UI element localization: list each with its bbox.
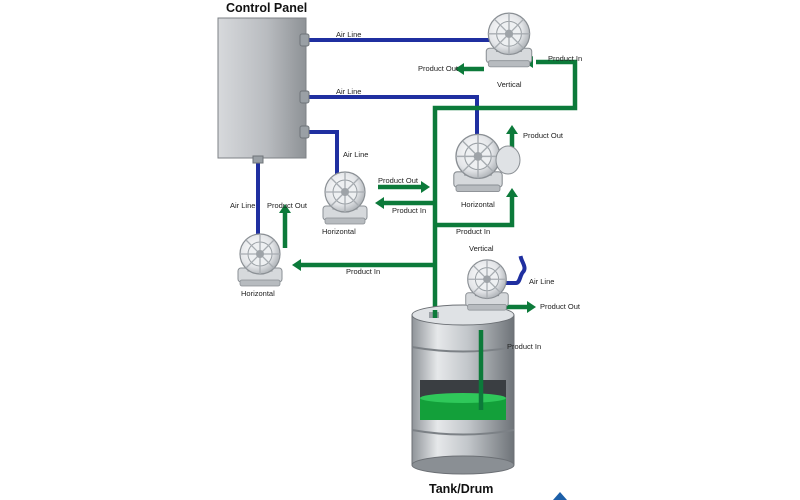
horizontal-label-left: Horizontal [241, 289, 275, 298]
pump-center-horizontal [322, 171, 368, 225]
drum-rib-lower [411, 429, 515, 436]
air-line-drum-pump [504, 255, 527, 285]
vertical-label-drum: Vertical [469, 244, 494, 253]
arrow-middle-product-in [506, 188, 518, 197]
control-panel [217, 17, 310, 164]
vertical-label-top: Vertical [497, 80, 522, 89]
air-line-label-3: Air Line [343, 150, 368, 159]
arrow-middle-product-out [506, 125, 518, 134]
drum-fluid [420, 398, 506, 420]
pump-drum-vertical [464, 259, 510, 311]
drum-rib-upper [411, 346, 515, 353]
drum-bottom [411, 455, 515, 475]
air-lines [256, 38, 527, 285]
product-in-label-drum: Product In [507, 342, 541, 351]
product-out-label-top: Product Out [418, 64, 459, 73]
pump-left-horizontal [237, 233, 283, 287]
arrow-center-product-out [421, 181, 430, 193]
horizontal-label-center: Horizontal [322, 227, 356, 236]
product-in-label-middle: Product In [456, 227, 490, 236]
arrow-left-product-out [279, 204, 291, 213]
arrow-top-product-out [455, 63, 464, 75]
air-line-label-4: Air Line [230, 201, 255, 210]
labels: Control Panel Tank/Drum Air Line Air Lin… [226, 1, 582, 496]
air-line-label-5: Air Line [529, 277, 554, 286]
arrow-drum-product-out [527, 301, 536, 313]
drum-fluid-surface [420, 393, 506, 403]
pump-middle-side-chamber [495, 145, 521, 175]
product-in-middle-branch [435, 195, 515, 228]
horizontal-label-middle: Horizontal [461, 200, 495, 209]
product-in-label-left: Product In [346, 267, 380, 276]
panel-port-3 [299, 125, 310, 139]
panel-port-1 [299, 33, 310, 47]
product-in-main-riser [432, 59, 578, 318]
corner-marker [553, 492, 567, 500]
air-line-center-horizontal-pump [303, 130, 339, 177]
control-panel-box [217, 17, 307, 159]
product-in-label-top: Product In [548, 54, 582, 63]
tank-drum-title: Tank/Drum [429, 482, 493, 496]
product-out-label-left: Product Out [267, 201, 308, 210]
product-out-label-center: Product Out [378, 176, 419, 185]
air-line-middle-horizontal-pump [303, 95, 479, 142]
arrow-left-product-in [292, 259, 301, 271]
product-out-label-drum: Product Out [540, 302, 581, 311]
product-out-label-middle: Product Out [523, 131, 564, 140]
product-in-label-center: Product In [392, 206, 426, 215]
air-line-label-1: Air Line [336, 30, 361, 39]
arrow-center-product-in [375, 197, 384, 209]
pump-top-vertical [485, 12, 533, 68]
air-line-label-2: Air Line [336, 87, 361, 96]
control-panel-title: Control Panel [226, 1, 307, 15]
tank-drum [411, 304, 515, 475]
panel-port-bottom [252, 155, 264, 164]
pump-middle-horizontal [453, 133, 521, 193]
panel-port-2 [299, 90, 310, 104]
